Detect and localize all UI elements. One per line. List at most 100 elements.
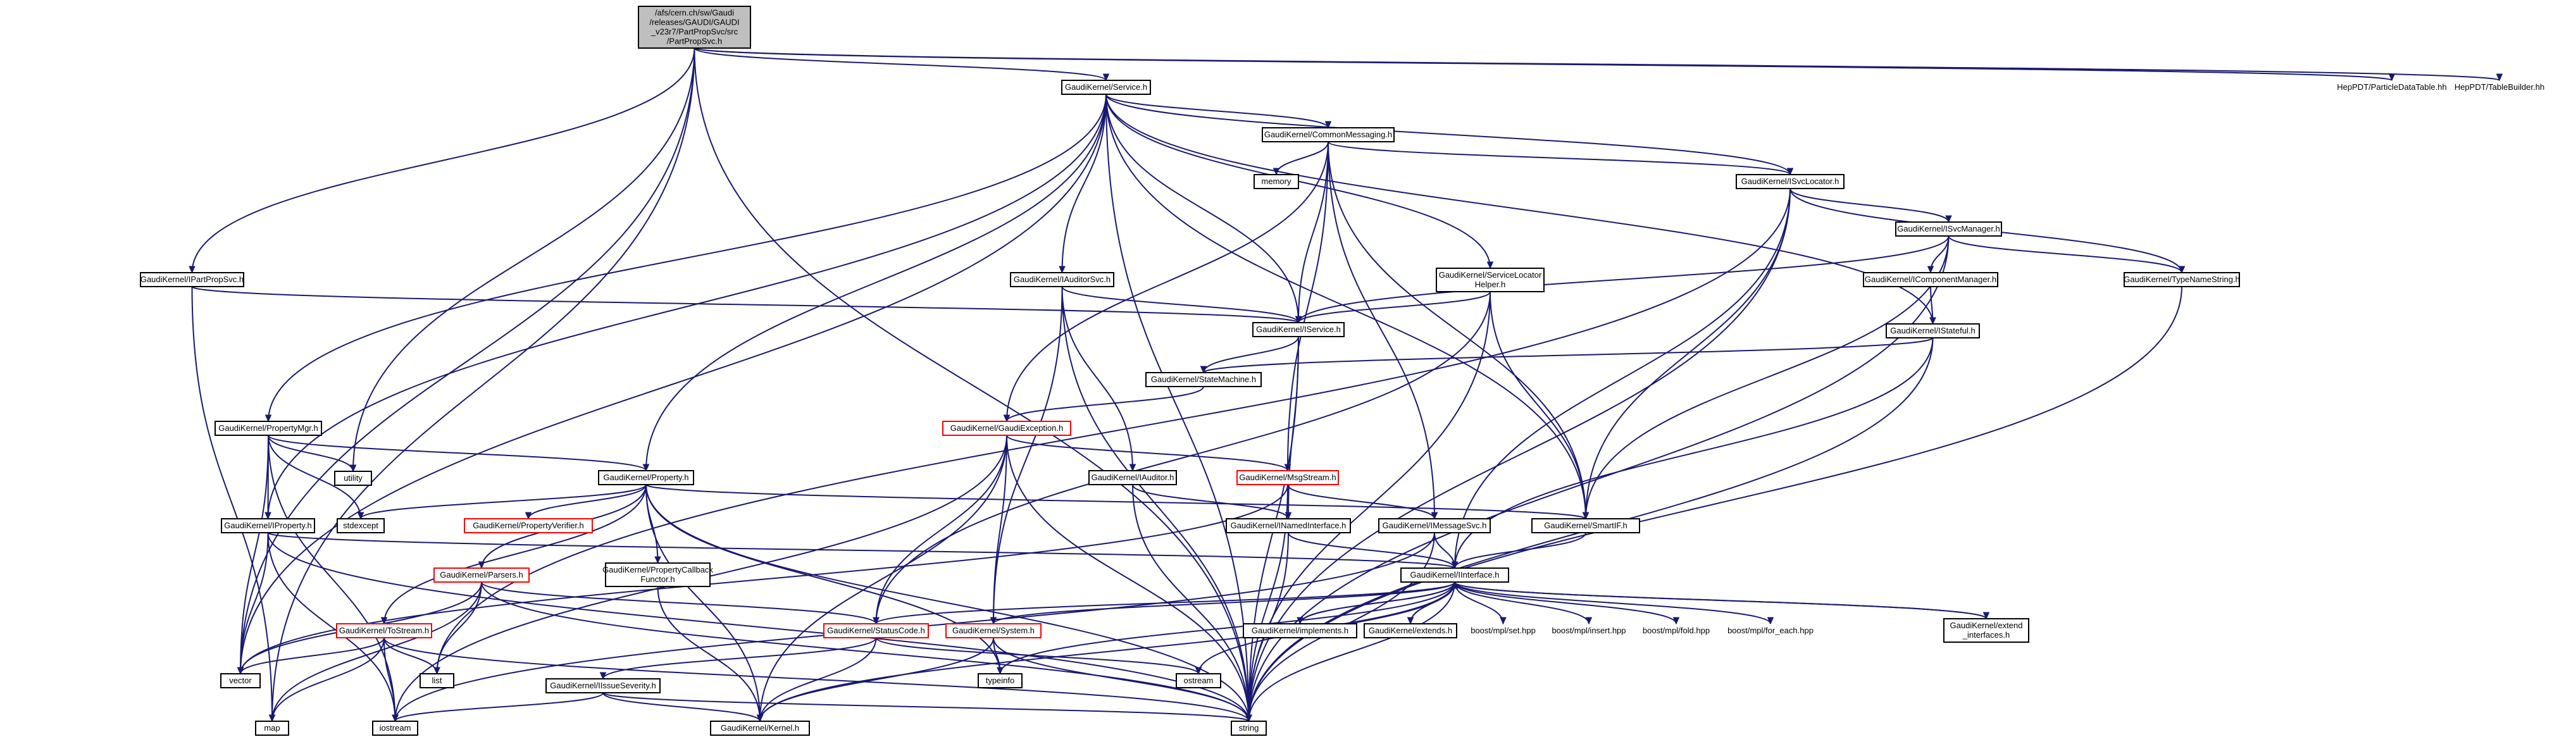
edge-line	[1454, 337, 1934, 569]
edge-line	[1203, 336, 1299, 373]
node-commonMessaging[interactable]: GaudiKernel/CommonMessaging.h	[1262, 127, 1395, 142]
node-box	[823, 623, 929, 638]
node-statusCode[interactable]: GaudiKernel/StatusCode.h	[823, 623, 929, 638]
node-iComponentManager[interactable]: GaudiKernel/IComponentManager.h	[1863, 272, 1998, 287]
dependency-edge-statusCode-to-kernel	[756, 637, 877, 722]
edge-line	[759, 637, 877, 722]
node-box	[1943, 618, 2029, 643]
dependency-edge-service-to-propertyMgr	[264, 94, 1107, 423]
edge-line	[602, 692, 761, 722]
node-msgStream[interactable]: GaudiKernel/MsgStream.h	[1236, 470, 1339, 485]
dependency-edge-toStream-to-vector	[237, 637, 385, 675]
node-property[interactable]: GaudiKernel/Property.h	[598, 470, 694, 485]
edge-line	[1298, 141, 1329, 323]
node-propertyMgr[interactable]: GaudiKernel/PropertyMgr.h	[215, 421, 322, 436]
node-label: HepPDT/ParticleDataTable.hh	[2337, 82, 2446, 92]
node-label: typeinfo	[986, 676, 1015, 685]
node-iIssueSeverity[interactable]: GaudiKernel/IIssueSeverity.h	[545, 678, 661, 693]
edge-line	[1276, 141, 1329, 175]
node-box	[945, 623, 1042, 638]
edge-line	[645, 484, 761, 722]
edge-arrowhead	[756, 714, 764, 722]
node-string[interactable]: string	[1231, 721, 1267, 736]
node-iostream[interactable]: iostream	[372, 721, 418, 736]
node-typeNameString[interactable]: GaudiKernel/TypeNameString.h	[2124, 272, 2240, 287]
edge-line	[1248, 188, 1791, 722]
node-iInterface[interactable]: GaudiKernel/IInterface.h	[1400, 567, 1509, 583]
node-utility[interactable]: utility	[334, 471, 372, 486]
node-label: GaudiKernel/PropertyVerifier.h	[473, 521, 584, 530]
node-hepPDT_table: HepPDT/TableBuilder.hh	[2455, 82, 2544, 92]
node-extendInterfaces[interactable]: GaudiKernel/extend_interfaces.h	[1943, 618, 2029, 643]
edge-line	[268, 435, 396, 722]
node-iAuditor[interactable]: GaudiKernel/IAuditor.h	[1088, 470, 1177, 485]
node-iSvcLocator[interactable]: GaudiKernel/ISvcLocator.h	[1736, 174, 1845, 189]
dependency-edge-iIssueSeverity-to-iostream	[392, 692, 604, 722]
edge-line	[1006, 435, 1250, 722]
node-map[interactable]: map	[255, 721, 289, 736]
dependency-edge-statusCode-to-iIssueSeverity	[599, 637, 877, 680]
dependency-edge-iAuditorSvc-to-system	[990, 286, 1063, 625]
node-label: utility	[344, 473, 363, 483]
nodes-layer: /afs/cern.ch/sw/Gaudi/releases/GAUDI/GAU…	[140, 6, 2544, 736]
node-label: vector	[229, 676, 252, 685]
edge-arrowhead	[1451, 561, 1459, 569]
node-implements[interactable]: GaudiKernel/implements.h	[1243, 623, 1357, 638]
edge-line	[1061, 94, 1107, 273]
node-vector[interactable]: vector	[220, 673, 261, 688]
node-service[interactable]: GaudiKernel/Service.h	[1061, 80, 1151, 95]
node-iStateful[interactable]: GaudiKernel/IStateful.h	[1886, 323, 1980, 338]
node-iNamedInterface[interactable]: GaudiKernel/INamedInterface.h	[1226, 518, 1351, 533]
node-box	[1236, 470, 1339, 485]
node-box	[1895, 221, 2002, 237]
node-iAuditorSvc[interactable]: GaudiKernel/IAuditorSvc.h	[1010, 272, 1114, 287]
edge-arrowhead	[189, 266, 196, 274]
edge-line	[694, 47, 1107, 81]
node-label: stdexcept	[343, 521, 378, 530]
node-label: GaudiKernel/StatusCode.h	[827, 626, 925, 635]
dependency-edge-service-to-serviceLocatorHelper	[1105, 94, 1494, 270]
node-iMessageSvc[interactable]: GaudiKernel/IMessageSvc.h	[1378, 518, 1491, 533]
edge-line	[1454, 188, 1791, 569]
node-boostInsert: boost/mpl/insert.hpp	[1552, 626, 1626, 635]
node-iPartPropSvc[interactable]: GaudiKernel/IPartPropSvc.h	[140, 272, 244, 287]
node-ostream[interactable]: ostream	[1176, 673, 1221, 688]
edge-line	[383, 484, 647, 624]
dependency-edge-root-to-hepPDT_table	[694, 47, 2503, 82]
node-list[interactable]: list	[420, 673, 454, 688]
node-memory[interactable]: memory	[1254, 174, 1299, 189]
edge-line	[267, 532, 396, 722]
node-iSvcManager[interactable]: GaudiKernel/ISvcManager.h	[1895, 221, 2002, 237]
node-box	[1531, 518, 1640, 533]
node-extends[interactable]: GaudiKernel/extends.h	[1364, 623, 1457, 638]
edge-arrowhead	[1431, 512, 1438, 520]
node-stdexcept[interactable]: stdexcept	[337, 518, 385, 533]
node-label: /afs/cern.ch/sw/Gaudi	[655, 8, 734, 18]
node-iProperty[interactable]: GaudiKernel/IProperty.h	[221, 518, 315, 533]
edge-line	[1287, 484, 1435, 519]
node-stateMachine[interactable]: GaudiKernel/StateMachine.h	[1145, 372, 1262, 387]
edge-line	[1006, 141, 1329, 422]
node-propertyVerifier[interactable]: GaudiKernel/PropertyVerifier.h	[464, 518, 593, 533]
node-smartIF[interactable]: GaudiKernel/SmartIF.h	[1531, 518, 1640, 533]
node-parsers[interactable]: GaudiKernel/Parsers.h	[433, 567, 530, 583]
edge-arrowhead	[1200, 366, 1207, 374]
edge-line	[1328, 141, 1791, 175]
node-iService[interactable]: GaudiKernel/IService.h	[1252, 322, 1345, 337]
node-kernel[interactable]: GaudiKernel/Kernel.h	[710, 721, 810, 736]
dependency-edge-iComponentManager-to-iStateful	[1929, 286, 1936, 325]
edge-line	[240, 47, 695, 674]
edge-arrowhead	[2178, 266, 2186, 274]
node-system[interactable]: GaudiKernel/System.h	[945, 623, 1042, 638]
edge-line	[1585, 188, 1791, 519]
node-typeinfo[interactable]: typeinfo	[978, 673, 1023, 688]
dependency-edge-system-to-typeinfo	[993, 637, 1004, 675]
node-gaudiException[interactable]: GaudiKernel/GaudiException.h	[942, 421, 1071, 436]
dependency-edge-extendInterfaces-to-iInterface	[1451, 581, 1987, 619]
node-label: GaudiKernel/Kernel.h	[721, 723, 799, 733]
dependency-edge-commonMessaging-to-iSvcLocator	[1328, 141, 1794, 176]
node-toStream[interactable]: GaudiKernel/ToStream.h	[336, 623, 432, 638]
